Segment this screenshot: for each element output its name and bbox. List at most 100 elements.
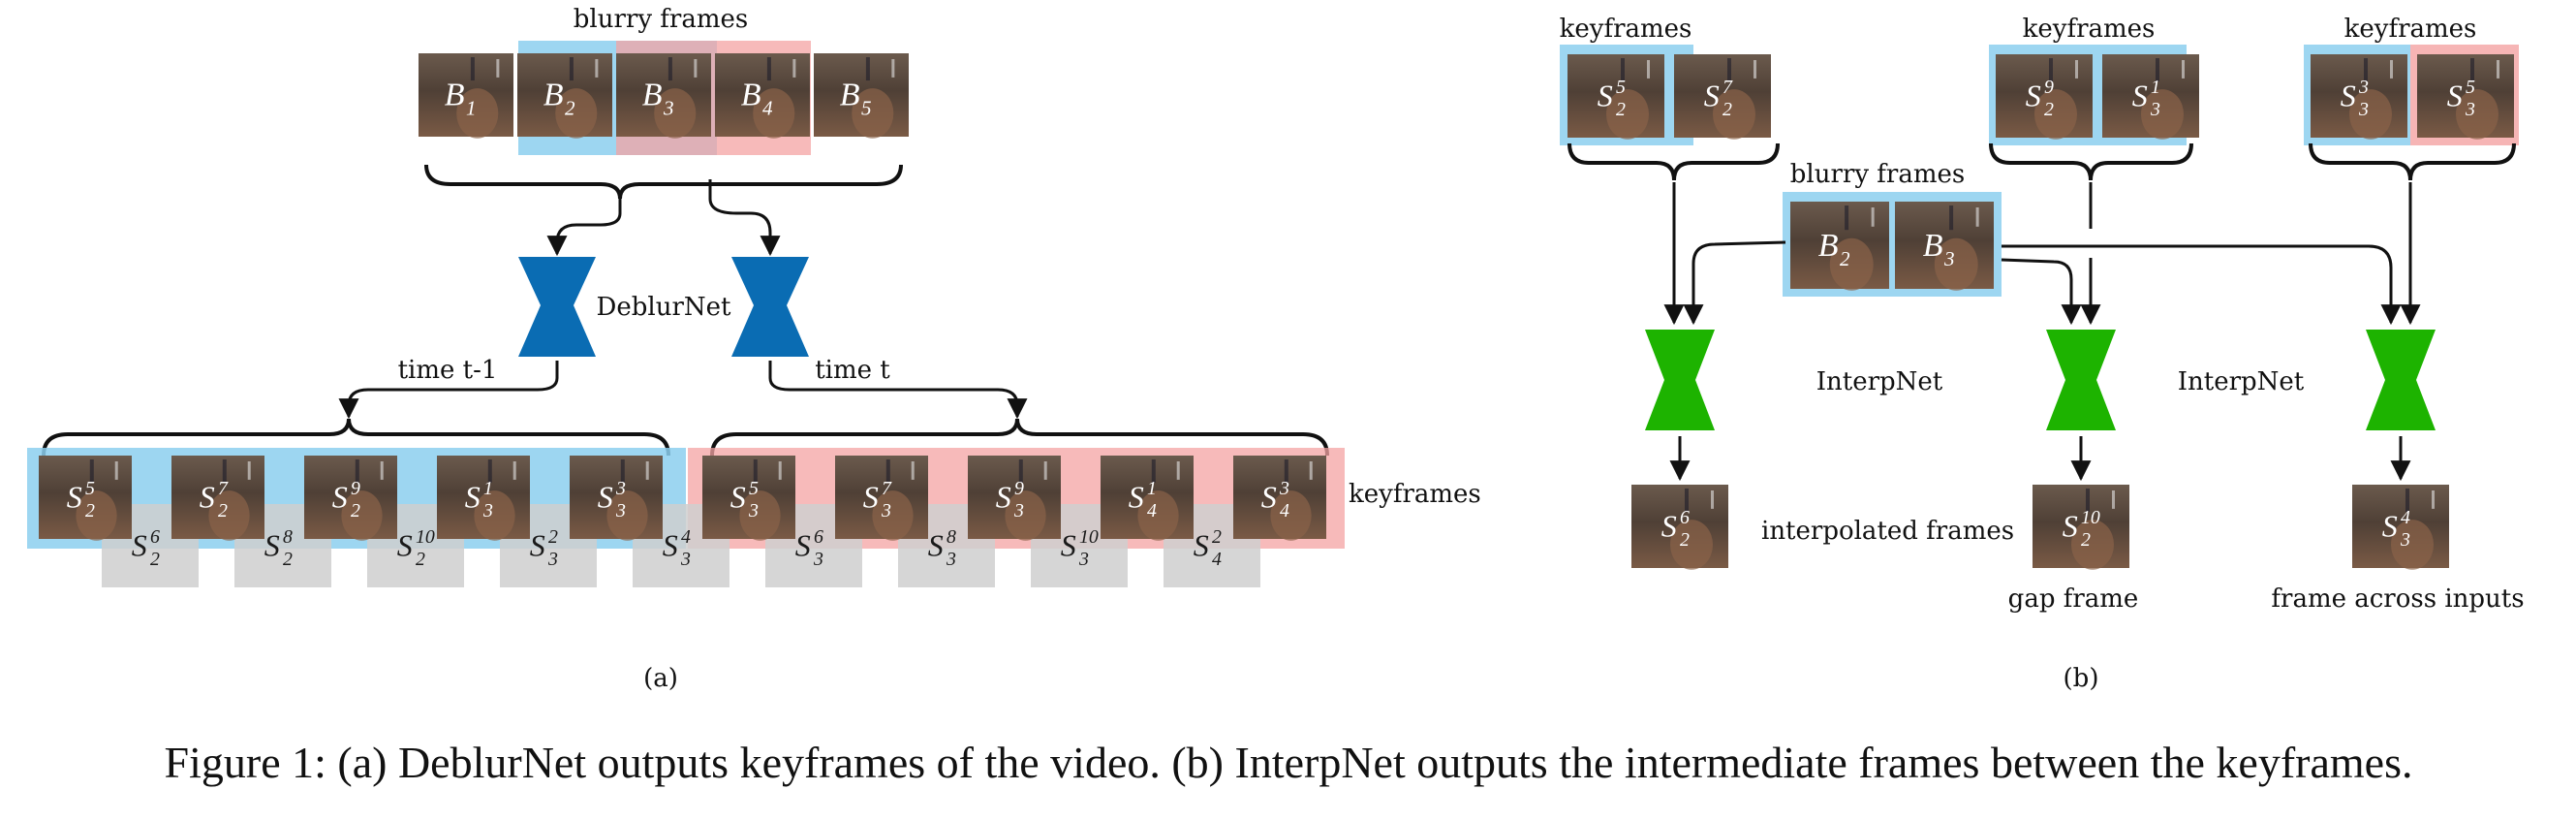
frame-label-base: S — [397, 527, 413, 562]
frame-label: S — [1261, 479, 1277, 514]
frame-label-base: S — [132, 527, 147, 562]
frame-figure — [2390, 60, 2393, 79]
frame-label: S — [200, 479, 215, 514]
interpnet-label: InterpNet — [2178, 367, 2305, 396]
brace — [2309, 142, 2516, 181]
frame-label: S — [397, 527, 413, 562]
frame-label-base: S — [1704, 78, 1720, 112]
subfigure-b-label: (b) — [2064, 664, 2099, 693]
frame-label-base: S — [2447, 78, 2463, 112]
frame-figure — [885, 459, 890, 484]
keyframes-label: keyframes — [1560, 15, 1692, 44]
brace — [42, 418, 670, 457]
frame-label-sup: 1 — [483, 478, 493, 499]
frame-figure — [872, 490, 914, 541]
frame-label: S — [1061, 527, 1076, 562]
frame-figure — [1871, 207, 1875, 227]
frame-label-sup: 10 — [2081, 507, 2100, 528]
frame-label-sup: 1 — [2151, 77, 2160, 98]
interpnet-block — [2366, 330, 2436, 430]
frame-figure — [778, 461, 782, 480]
frame-label-sub: 3 — [547, 549, 558, 570]
arrow — [2001, 258, 2082, 326]
arrow — [1683, 240, 1786, 326]
frame-label: S — [2447, 78, 2463, 112]
frame-figure — [1005, 490, 1046, 541]
subfigure-a-label: (a) — [643, 664, 678, 693]
frame-label-sub: 2 — [150, 549, 160, 570]
frame-figure — [654, 88, 697, 139]
frame-figure — [1727, 58, 1731, 82]
frame-label: S — [2063, 508, 2078, 543]
frame-label: S — [2341, 78, 2356, 112]
keyframes-label: keyframes — [2023, 15, 2156, 44]
frame-label-sub: 3 — [2465, 99, 2475, 120]
frame-figure — [2432, 490, 2435, 509]
frame-figure — [1713, 89, 1755, 140]
frame-figure — [1975, 207, 1979, 227]
keyframes-label: keyframes — [2344, 15, 2477, 44]
frame-label-sup: 2 — [548, 526, 558, 548]
deblurnet-block — [518, 257, 596, 357]
frame-figure — [1647, 60, 1650, 79]
frame-figure — [865, 57, 870, 81]
frame-label-base: B — [642, 77, 663, 112]
frame-label-base: S — [996, 479, 1011, 514]
frame-label-base: S — [2063, 508, 2078, 543]
frame-label-base: B — [840, 77, 860, 112]
frame-figure — [2156, 58, 2159, 82]
frame-figure — [496, 59, 500, 78]
frame-label: S — [1194, 527, 1209, 562]
frame-figure — [645, 461, 649, 480]
frame-label-base: S — [1061, 527, 1076, 562]
frame-label-sup: 5 — [1616, 77, 1626, 98]
frame-label-base: S — [332, 479, 348, 514]
frame-figure — [1685, 489, 1689, 513]
frame-figure — [222, 459, 227, 484]
frame-figure — [89, 459, 94, 484]
frame-label-sub: 3 — [946, 549, 956, 570]
frame-label-base: S — [928, 527, 944, 562]
frame-figure — [620, 459, 625, 484]
frame-label-base: S — [598, 479, 613, 514]
frame-label-sup: 7 — [1723, 77, 1733, 98]
frame-label-sup: 7 — [218, 478, 229, 499]
frame-label: B — [840, 77, 860, 112]
frame-label-base: B — [741, 77, 761, 112]
frame-figure — [1711, 490, 1714, 509]
frame-label-sup: 3 — [2358, 77, 2369, 98]
frame-figure — [792, 59, 796, 78]
frame-figure — [2470, 58, 2474, 82]
frame-figure — [852, 88, 894, 139]
frame-figure — [456, 88, 499, 139]
frame-figure — [1137, 490, 1179, 541]
frame-label: S — [1704, 78, 1720, 112]
frame-label-sup: 8 — [947, 526, 956, 548]
frame-label-sup: 9 — [2044, 77, 2054, 98]
frame-label-sub: 3 — [680, 549, 691, 570]
frame-label-sup: 3 — [1279, 478, 1289, 499]
frame-figure — [766, 57, 771, 81]
frame-label: S — [928, 527, 944, 562]
frame-figure — [694, 59, 698, 78]
frame-label-sup: 6 — [814, 526, 823, 548]
frame-figure — [1606, 89, 1649, 140]
frame-label-base: S — [465, 479, 481, 514]
frame-label-sub: 3 — [881, 500, 891, 521]
frame-figure — [2071, 520, 2114, 570]
frame-label-sub: 2 — [2081, 529, 2091, 551]
frame-figure — [1754, 60, 1756, 79]
frame-figure — [1949, 205, 1954, 231]
frame-label-sup: 6 — [1680, 507, 1690, 528]
frame-label: S — [2026, 78, 2041, 112]
frame-figure — [891, 59, 895, 78]
frame-label-sub: 2 — [2044, 99, 2054, 120]
frame-label: B — [543, 77, 564, 112]
frame-figure — [1018, 459, 1023, 484]
frame-figure — [114, 461, 118, 480]
